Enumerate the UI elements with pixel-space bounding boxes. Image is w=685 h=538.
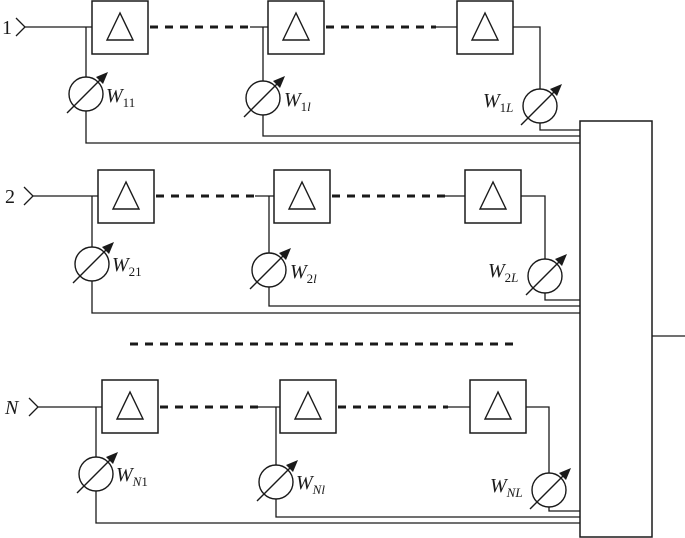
delay-element [97,169,155,224]
delay-element [279,379,337,434]
variable-weight-icon [243,76,285,118]
delay-element [101,379,159,434]
delay-element [456,0,514,55]
weight-labels: W11 W1l W1L W21 W2l W2L WN1 WNl WNL [106,85,523,500]
input-arrow-2 [23,186,34,206]
weight-label-w2l: W2l [290,261,317,286]
variable-weight-icon [529,468,571,510]
variable-weight-icon [256,460,298,502]
delay-element [273,169,331,224]
tap-line [275,407,580,518]
input-label-1: 1 [2,17,12,39]
input-label-2: 2 [5,186,15,208]
tap-line [268,196,580,307]
delay-element [91,0,149,55]
variable-weight-icon [72,242,114,284]
delay-element [267,0,325,55]
weight-label-w2L: W2L [488,260,518,285]
tap-line [91,196,580,314]
weight-label-wNL: WNL [490,475,523,500]
tap-line [526,406,580,512]
channel-row-n: N [4,379,580,524]
weight-label-w11: W11 [106,85,135,110]
variable-weight-icon [66,72,108,114]
input-label-n: N [4,397,20,419]
tap-line [513,26,580,131]
delay-element [469,379,527,434]
variable-weight-icon [525,254,567,296]
delay-element [464,169,522,224]
summing-block [579,120,653,538]
channel-row-1: 1 [2,0,580,144]
channel-row-2: 2 [5,169,580,314]
weight-label-wNl: WNl [296,472,325,497]
tap-line [85,27,580,144]
tap-line [95,407,580,524]
weight-label-wN1: WN1 [116,464,148,489]
tap-line [521,195,580,301]
variable-weight-icon [76,452,118,494]
input-arrow-n [28,397,39,417]
tap-line [262,27,580,137]
variable-weight-icon [520,84,562,126]
weight-label-w1l: W1l [284,89,311,114]
variable-weight-icon [249,248,291,290]
weight-label-w21: W21 [112,254,142,279]
input-arrow-1 [15,17,26,37]
weight-label-w1L: W1L [483,90,513,115]
